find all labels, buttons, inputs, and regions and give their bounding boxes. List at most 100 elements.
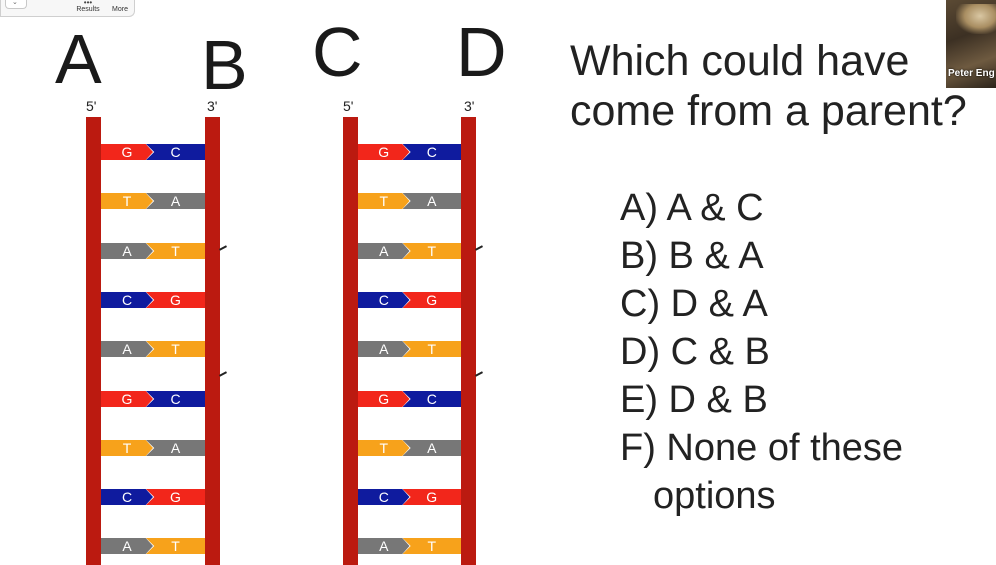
base-left: G <box>101 391 153 407</box>
annotation-mark <box>474 371 484 377</box>
base-letter: A <box>122 538 132 554</box>
results-label: Results <box>76 6 100 13</box>
base-left: A <box>358 243 410 259</box>
strand-c-end-label: 5' <box>343 98 354 114</box>
toolbar-dropdown[interactable]: ⌄ <box>5 0 27 9</box>
base-letter: C <box>170 144 181 160</box>
base-letter: T <box>427 341 437 357</box>
base-right: T <box>402 538 461 554</box>
base-letter: T <box>171 243 180 259</box>
base-letter: T <box>379 193 389 209</box>
question-text: Which could have come from a parent? <box>570 36 996 136</box>
strand-label-b: B <box>201 26 248 104</box>
annotation-mark <box>218 245 228 251</box>
base-right: A <box>402 193 461 209</box>
base-letter: A <box>427 193 437 209</box>
option-e: E) D & B <box>620 379 768 421</box>
base-right: T <box>146 538 205 554</box>
base-left: G <box>101 144 153 160</box>
base-letter: A <box>122 243 132 259</box>
meeting-toolbar: ⌄ ••• Results ••• More <box>0 0 135 17</box>
base-letter: G <box>378 391 390 407</box>
base-letter: A <box>122 341 132 357</box>
base-letter: G <box>121 391 133 407</box>
base-right: T <box>402 243 461 259</box>
base-letter: G <box>121 144 133 160</box>
base-left: C <box>101 292 153 308</box>
base-letter: A <box>427 440 437 456</box>
base-letter: G <box>378 144 390 160</box>
base-right: C <box>146 391 205 407</box>
base-letter: C <box>121 489 133 505</box>
base-left: C <box>101 489 153 505</box>
strand-label-d: D <box>456 13 507 91</box>
base-letter: T <box>427 243 437 259</box>
strand-b-end-label: 3' <box>207 98 218 114</box>
annotation-mark <box>218 371 228 377</box>
option-f-continuation: options <box>653 475 776 517</box>
question-line-1: Which could have <box>570 37 910 85</box>
chevron-down-icon: ⌄ <box>12 0 18 6</box>
option-d: D) C & B <box>620 331 770 373</box>
base-right: G <box>146 292 205 308</box>
base-letter: T <box>427 538 437 554</box>
participant-name: Peter Eng <box>948 68 995 79</box>
base-letter: A <box>379 538 389 554</box>
backbone-rail-right <box>461 117 476 565</box>
option-b: B) B & A <box>620 235 764 277</box>
annotation-mark <box>474 245 484 251</box>
base-right: A <box>402 440 461 456</box>
option-a: A) A & C <box>620 187 764 229</box>
base-left: C <box>358 489 410 505</box>
base-right: C <box>402 144 461 160</box>
strand-a-end-label: 5' <box>86 98 97 114</box>
backbone-rail-right <box>205 117 220 565</box>
base-letter: T <box>122 440 132 456</box>
base-right: T <box>146 243 205 259</box>
more-button[interactable]: ••• More <box>103 0 137 16</box>
base-right: C <box>146 144 205 160</box>
base-letter: T <box>379 440 389 456</box>
base-left: A <box>101 538 153 554</box>
base-left: A <box>358 538 410 554</box>
option-c: C) D & A <box>620 283 768 325</box>
option-f: F) None of these <box>620 427 904 469</box>
base-letter: A <box>170 193 181 209</box>
results-icon: ••• <box>83 0 93 7</box>
base-right: T <box>402 341 461 357</box>
base-left: T <box>358 440 410 456</box>
base-letter: G <box>170 292 181 308</box>
base-letter: T <box>171 538 180 554</box>
base-letter: C <box>170 391 181 407</box>
base-right: G <box>146 489 205 505</box>
base-right: T <box>146 341 205 357</box>
base-letter: C <box>121 292 133 308</box>
base-left: G <box>358 144 410 160</box>
participant-video[interactable]: Peter Eng <box>946 0 996 88</box>
base-left: T <box>101 193 153 209</box>
base-letter: C <box>426 144 437 160</box>
video-background <box>956 4 996 34</box>
question-line-2: come from a parent? <box>570 87 967 135</box>
base-right: C <box>402 391 461 407</box>
base-letter: C <box>378 292 389 308</box>
results-button[interactable]: ••• Results <box>71 0 105 16</box>
base-left: C <box>358 292 410 308</box>
base-letter: T <box>171 341 180 357</box>
base-letter: G <box>426 489 438 505</box>
